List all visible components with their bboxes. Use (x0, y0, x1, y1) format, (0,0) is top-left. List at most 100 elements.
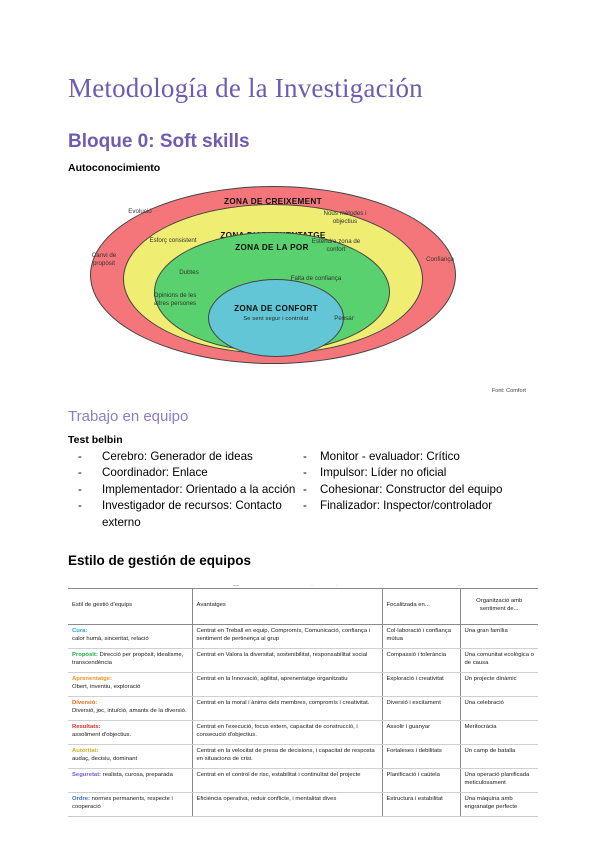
cell-feeling: Meritocràcia (459, 720, 538, 746)
zone-keyword-estendre: Estendre zona de confort (311, 238, 361, 253)
management-style-table-wrap: — · · · Estil de gestió d'equips Avantat… (68, 581, 538, 817)
style-description: Direcció per propòsit, idealisme, transc… (72, 652, 184, 667)
table-row: Cura: calor humà, sinceritat, relació Ce… (68, 624, 538, 650)
style-name: Seguretat: (72, 772, 102, 779)
style-name: Diversió: (72, 700, 98, 707)
style-name: Ordre: (72, 795, 91, 802)
style-description: calor humà, sinceritat, relació (72, 636, 149, 643)
cell-style: Ordre: normes permanents, respecte i coo… (68, 792, 192, 817)
list-item: -Monitor - evaluador: Crítico (303, 449, 538, 465)
cell-style: Autoritat: audaç, decisiu, dominant (68, 744, 192, 770)
cell-focus: Exploració i creativitat (381, 672, 460, 698)
cell-focus: Estructura i estabilitat (381, 792, 460, 817)
zone-keyword-dubtes: Dubtes (179, 269, 199, 277)
belbin-role-label: Investigador de recursos: Contacto exter… (102, 499, 282, 529)
cell-feeling: Una celebració (459, 696, 538, 722)
table-row: Ordre: normes permanents, respecte i coo… (68, 792, 538, 817)
cell-focus: Assolir i guanyar (381, 720, 460, 746)
page-title: Metodología de la Investigación (68, 73, 423, 103)
bullet-dash: - (78, 449, 82, 463)
belbin-role-label: Impulsor: Líder no oficial (320, 466, 447, 480)
style-name: Cura: (72, 628, 88, 635)
zone-keyword-metodes: Nous mètodes i objectius (323, 210, 367, 225)
cell-style: Aprenentatge: Obert, inventiu, exploraci… (68, 672, 192, 698)
style-name: Resultats: (72, 724, 101, 731)
zone-comfort-subtitle: Se sent segur i controlat (243, 316, 309, 323)
list-item: - Investigador de recursos: Contacto exte… (68, 498, 303, 531)
belbin-role-label: Monitor - evaluador: Crítico (320, 449, 460, 463)
list-item: -Cohesionar: Constructor del equipo (303, 482, 538, 498)
table-row: Autoritat: audaç, decisiu, dominant Cent… (68, 744, 538, 770)
style-description: Obert, inventiu, exploració (72, 684, 141, 691)
cell-style: Cura: calor humà, sinceritat, relació (68, 624, 192, 650)
table-row: Diversió: Diversió, joc, intuïció, amant… (68, 696, 538, 722)
zone-keyword-evolucio: Evolució (128, 208, 152, 216)
column-header-focalitzada: Focalitzada en... (381, 588, 460, 626)
cell-style: Propòsit: Direcció per propòsit, idealis… (68, 648, 192, 674)
bullet-dash: - (78, 482, 82, 496)
belbin-role-label: Coordinador: Enlace (102, 466, 208, 480)
list-item: -Implementador: Orientado a la acción (68, 482, 303, 498)
belbin-right-column: -Monitor - evaluador: Crítico -Impulsor:… (303, 449, 538, 531)
table-row: Propòsit: Direcció per propòsit, idealis… (68, 648, 538, 674)
cell-focus: Col·laboració i confiança mútua (381, 624, 460, 650)
belbin-roles: -Cerebro: Generador de ideas - Coordinado… (68, 449, 538, 531)
cell-focus: Compassió i tolerància (381, 648, 460, 674)
cell-feeling: Un projecte dinàmic (459, 672, 538, 698)
table-row: Aprenentatge: Obert, inventiu, exploraci… (68, 672, 538, 698)
column-header-avantatges: Avantatges (191, 588, 382, 626)
cell-advantages: Centrat en l'execució, focus extern, cap… (191, 720, 382, 746)
table-header: Estil de gestió d'equips Avantatges Foca… (68, 588, 538, 626)
cell-advantages: Centrat en la moral i ànims dels membres… (191, 696, 382, 722)
bullet-dash: - (303, 466, 307, 480)
subsection-heading-autoconocimiento: Autoconocimiento (68, 161, 161, 174)
cell-feeling: Una gran família (459, 624, 538, 650)
zone-keyword-confianca: Confiança (426, 256, 454, 264)
comfort-zone-diagram: ZONA DE CREIXEMENT ZONA D'APRENENTATGE Z… (68, 184, 538, 394)
table-body: Cura: calor humà, sinceritat, relació Ce… (68, 624, 538, 817)
belbin-role-label: Finalizador: Inspector/controlador (320, 499, 493, 513)
list-item: -Impulsor: Líder no oficial (303, 465, 538, 481)
table-row: Seguretat: realista, curosa, preparada C… (68, 768, 538, 793)
cell-focus: Fortaleses i debilitats (381, 744, 460, 770)
zone-keyword-esforc: Esforç consistent (149, 237, 197, 245)
cell-feeling: Un camp de batalla (459, 744, 538, 770)
section-heading-bloque0: Bloque 0: Soft skills (68, 130, 250, 152)
cell-focus: Planificació i caütela (381, 768, 460, 793)
management-style-table: Estil de gestió d'equips Avantatges Foca… (68, 588, 538, 817)
style-description: assoliment d'objectius. (72, 732, 132, 739)
style-description: normes permanents, respecte i cooperació (72, 795, 173, 810)
zone-keyword-opinions: Opinions de les altres persones (153, 292, 197, 307)
table-header-row: Estil de gestió d'equips Avantatges Foca… (68, 588, 538, 626)
section-heading-estilo-gestion: Estilo de gestión de equipos (68, 553, 252, 569)
diagram-attribution: Font: Comfort (491, 388, 526, 395)
zone-comfort-title: ZONA DE CONFORT (234, 304, 318, 314)
cell-style: Resultats: assoliment d'objectius. (68, 720, 192, 746)
zone-keyword-pensar: Pensar (334, 315, 354, 323)
cell-advantages: Centrat en la velocitat de presa de deci… (191, 744, 382, 770)
cell-feeling: Una màquina amb engranatge perfecte (459, 792, 538, 817)
zone-keyword-canvi: Canvi de propòsit (91, 252, 117, 267)
cell-feeling: Una comunitat ecològica o de causa (459, 648, 538, 674)
bullet-dash: - (78, 466, 82, 480)
bullet-dash: - (303, 449, 307, 463)
list-item: - Coordinador: Enlace (68, 465, 303, 481)
zone-comfort: ZONA DE CONFORT Se sent segur i controla… (208, 279, 344, 358)
belbin-role-label: Cohesionar: Constructor del equipo (320, 482, 503, 496)
cell-feeling: Una operació planificada meticulosament (459, 768, 538, 793)
zone-keyword-falta-confianca: Falta de confiança (290, 275, 342, 283)
cell-advantages: Centrat en Treball en equip, Compromís, … (191, 624, 382, 650)
list-item: -Finalizador: Inspector/controlador (303, 498, 538, 514)
bullet-dash: - (303, 482, 307, 496)
cell-advantages: Centrat en el control de risc, estabilit… (191, 768, 382, 793)
cell-advantages: Centrat en Valora la diversitat, sosteni… (191, 648, 382, 674)
style-name: Propòsit: (72, 652, 98, 659)
style-name: Aprenentatge: (72, 676, 112, 683)
bullet-dash: - (78, 499, 82, 513)
table-row: Resultats: assoliment d'objectius. Centr… (68, 720, 538, 746)
style-description: audaç, decisiu, dominant (72, 756, 138, 763)
cell-style: Diversió: Diversió, joc, intuïció, amant… (68, 696, 192, 722)
list-item: -Cerebro: Generador de ideas (68, 449, 303, 465)
cell-style: Seguretat: realista, curosa, preparada (68, 768, 192, 793)
cell-advantages: Eficiència operativa, reduir conflicte, … (191, 792, 382, 817)
